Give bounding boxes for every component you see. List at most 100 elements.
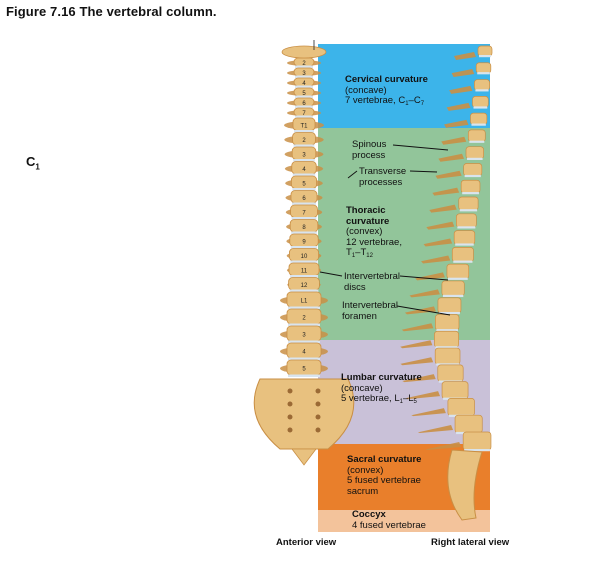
cervical-title: Cervical curvature	[345, 74, 428, 85]
anterior-disc	[295, 85, 313, 88]
vertebra-number-label: 7	[302, 210, 306, 216]
lateral-vertebra-body	[434, 347, 461, 365]
lumbar-line2: 5 vertebrae, L1–L5	[341, 393, 417, 405]
coccyx-region-panel	[318, 510, 490, 532]
sacral-foramen	[315, 427, 321, 433]
lateral-spinous-process	[400, 340, 433, 349]
lateral-spinous-process	[406, 391, 441, 400]
anterior-disc	[295, 75, 313, 78]
vertebra-number-label: 11	[301, 268, 308, 274]
vertebra-number-label: L1	[301, 299, 308, 305]
anterior-disc	[288, 357, 320, 360]
vertebra-number-label: 4	[302, 81, 306, 87]
lateral-spinous-process	[411, 408, 446, 417]
lateral-disc	[477, 72, 490, 75]
vertebra-number-label: 5	[302, 91, 306, 97]
lateral-spinous-process	[417, 425, 454, 434]
vertebra-number-label: 3	[302, 152, 306, 158]
sacral-foramen	[287, 414, 293, 420]
anterior-disc	[292, 173, 316, 176]
lateral-disc	[479, 55, 491, 58]
lateral-spinous-process	[449, 85, 473, 94]
vertebra-number-label: T1	[300, 123, 308, 129]
lateral-spinous-process	[402, 374, 436, 383]
anterior-disc	[295, 95, 313, 98]
vertebra-number-label: 6	[302, 101, 306, 107]
lateral-spinous-process	[451, 68, 475, 77]
lumbar-line1: (concave)	[341, 382, 383, 394]
anterior-disc	[294, 130, 314, 133]
vertebra-number-label: 10	[301, 254, 308, 260]
vertebra-number-label: 12	[301, 283, 308, 289]
sacral-line1: (convex)	[347, 464, 384, 476]
lateral-disc	[459, 209, 478, 212]
lateral-disc	[475, 89, 489, 92]
lateral-spinous-process	[423, 238, 453, 247]
lateral-spinous-process	[435, 170, 462, 179]
lateral-vertebra-body	[434, 330, 459, 348]
lateral-spinous-process	[432, 187, 460, 196]
cervical-line2: 7 vertebrae, C1–C7	[345, 95, 425, 107]
anterior-disc	[288, 340, 320, 343]
lateral-spinous-process	[401, 323, 434, 332]
lateral-disc	[462, 192, 479, 195]
anterior-disc	[292, 188, 316, 191]
lumbar-title: Lumbar curvature	[341, 372, 422, 383]
lateral-vertebra-body	[437, 364, 464, 382]
coccyx-line1: 4 fused vertebrae	[352, 519, 426, 531]
anterior-disc	[295, 65, 313, 68]
lateral-vertebra-body	[475, 62, 492, 74]
thoracic-line2: 12 vertebrae,	[346, 236, 402, 248]
anterior-disc	[290, 275, 318, 278]
lateral-spinous-process	[421, 255, 451, 264]
vertebra-number-label: 4	[302, 167, 306, 173]
foramen-leader	[396, 305, 451, 316]
transverse-leader-a	[409, 170, 438, 173]
anterior-disc	[295, 105, 313, 108]
lateral-vertebra-body	[470, 112, 488, 125]
sacral-foramen	[315, 401, 321, 407]
anterior-disc	[293, 159, 315, 162]
lateral-disc	[447, 277, 468, 280]
discs-leader-b	[319, 271, 343, 277]
anterior-disc	[288, 323, 320, 326]
discs-leader-a	[399, 275, 449, 281]
lateral-spinous-process	[441, 136, 467, 145]
vertebra-number-label: 5	[302, 181, 306, 187]
thoracic-title2: curvature	[346, 215, 390, 227]
lumbar-label: Lumbar curvature (concave) 5 vertebrae, …	[341, 372, 422, 406]
lateral-vertebra-body	[462, 431, 492, 451]
lateral-disc	[457, 226, 476, 229]
spinous-leader	[392, 144, 449, 151]
lateral-vertebra-body	[474, 79, 490, 91]
c1-main: C	[26, 154, 36, 169]
coccyx-title: Coccyx	[352, 509, 386, 520]
lateral-vertebra-body	[463, 163, 483, 177]
anterior-disc	[290, 260, 318, 263]
anterior-disc	[295, 115, 313, 118]
lateral-disc	[436, 363, 459, 366]
lateral-vertebra-body	[458, 196, 479, 211]
lateral-disc	[436, 329, 458, 332]
lateral-spinous-process	[415, 272, 445, 281]
lateral-sacrum	[447, 449, 483, 521]
anterior-disc	[291, 231, 317, 234]
lateral-disc	[464, 174, 481, 178]
vertebra-number-label: 2	[302, 316, 306, 322]
vertebra-number-label: 6	[302, 196, 306, 202]
lateral-vertebra-body	[451, 247, 474, 262]
lateral-spinous-process	[429, 204, 457, 213]
anterior-disc	[290, 246, 318, 249]
sacral-line3: sacrum	[347, 485, 379, 497]
lateral-vertebra-body	[460, 179, 481, 194]
figure-title: Figure 7.16 The vertebral column.	[6, 4, 217, 19]
lateral-spinous-process	[438, 153, 465, 162]
thoracic-label: Thoracic curvature (convex) 12 vertebrae…	[346, 205, 402, 260]
anterior-disc	[292, 202, 316, 205]
anterior-atlas	[281, 45, 327, 59]
anterior-view-label: Anterior view	[276, 537, 337, 548]
lateral-spinous-process	[425, 442, 462, 450]
